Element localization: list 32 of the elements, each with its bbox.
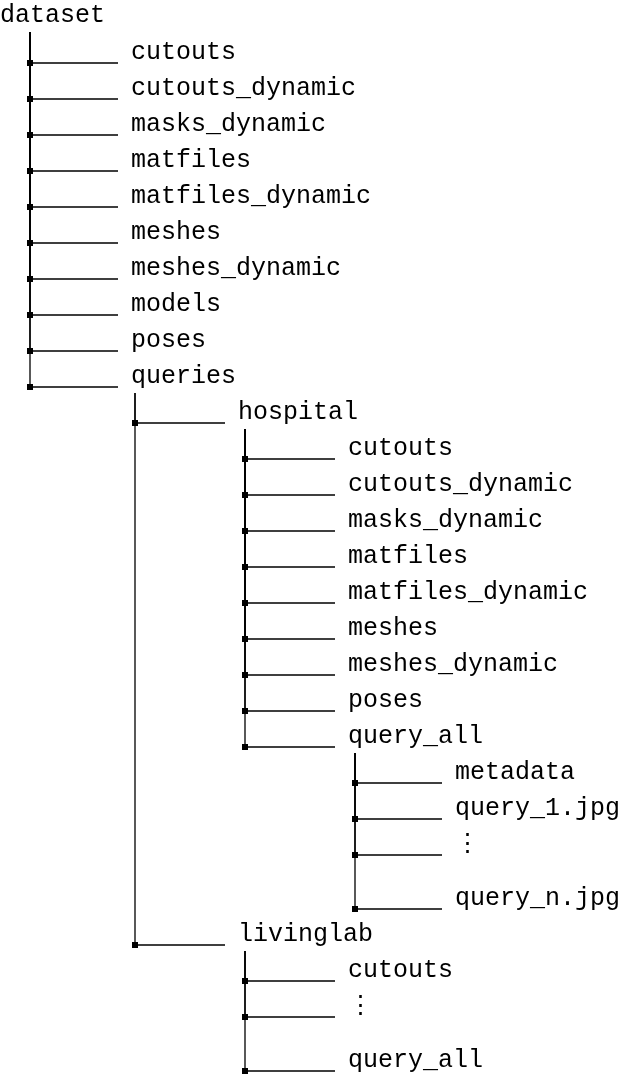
folder-label: meshes_dynamic <box>348 651 559 679</box>
folder-label: query_1.jpg <box>455 795 621 823</box>
folder-label: livinglab <box>238 921 374 949</box>
folder-label: queries <box>131 363 237 391</box>
folder-label: masks_dynamic <box>131 111 327 139</box>
folder-label: hospital <box>238 399 359 427</box>
folder-label: metadata <box>455 759 576 787</box>
folder-label: query_all <box>348 723 484 751</box>
folder-label: query_n.jpg <box>455 885 621 913</box>
tree-connector <box>244 950 336 1072</box>
folder-label: cutouts <box>131 39 237 67</box>
folder-label: query_all <box>348 1047 484 1075</box>
folder-label: matfiles <box>348 543 469 571</box>
folder-label: dataset <box>0 2 106 30</box>
folder-label: cutouts_dynamic <box>131 75 357 103</box>
folder-label: meshes <box>131 219 221 247</box>
folder-label: matfiles_dynamic <box>131 183 372 211</box>
folder-label: masks_dynamic <box>348 507 544 535</box>
folder-label: matfiles <box>131 147 252 175</box>
folder-label: ⋮ <box>455 831 480 859</box>
folder-label: models <box>131 291 221 319</box>
folder-label: cutouts <box>348 957 454 985</box>
folder-label: matfiles_dynamic <box>348 579 589 607</box>
folder-label: meshes <box>348 615 438 643</box>
folder-label: ⋮ <box>348 993 373 1021</box>
folder-label: cutouts <box>348 435 454 463</box>
tree-connector <box>134 392 226 946</box>
tree-connector <box>354 752 443 910</box>
folder-label: cutouts_dynamic <box>348 471 574 499</box>
folder-label: meshes_dynamic <box>131 255 342 283</box>
folder-label: poses <box>131 327 206 355</box>
folder-label: poses <box>348 687 423 715</box>
